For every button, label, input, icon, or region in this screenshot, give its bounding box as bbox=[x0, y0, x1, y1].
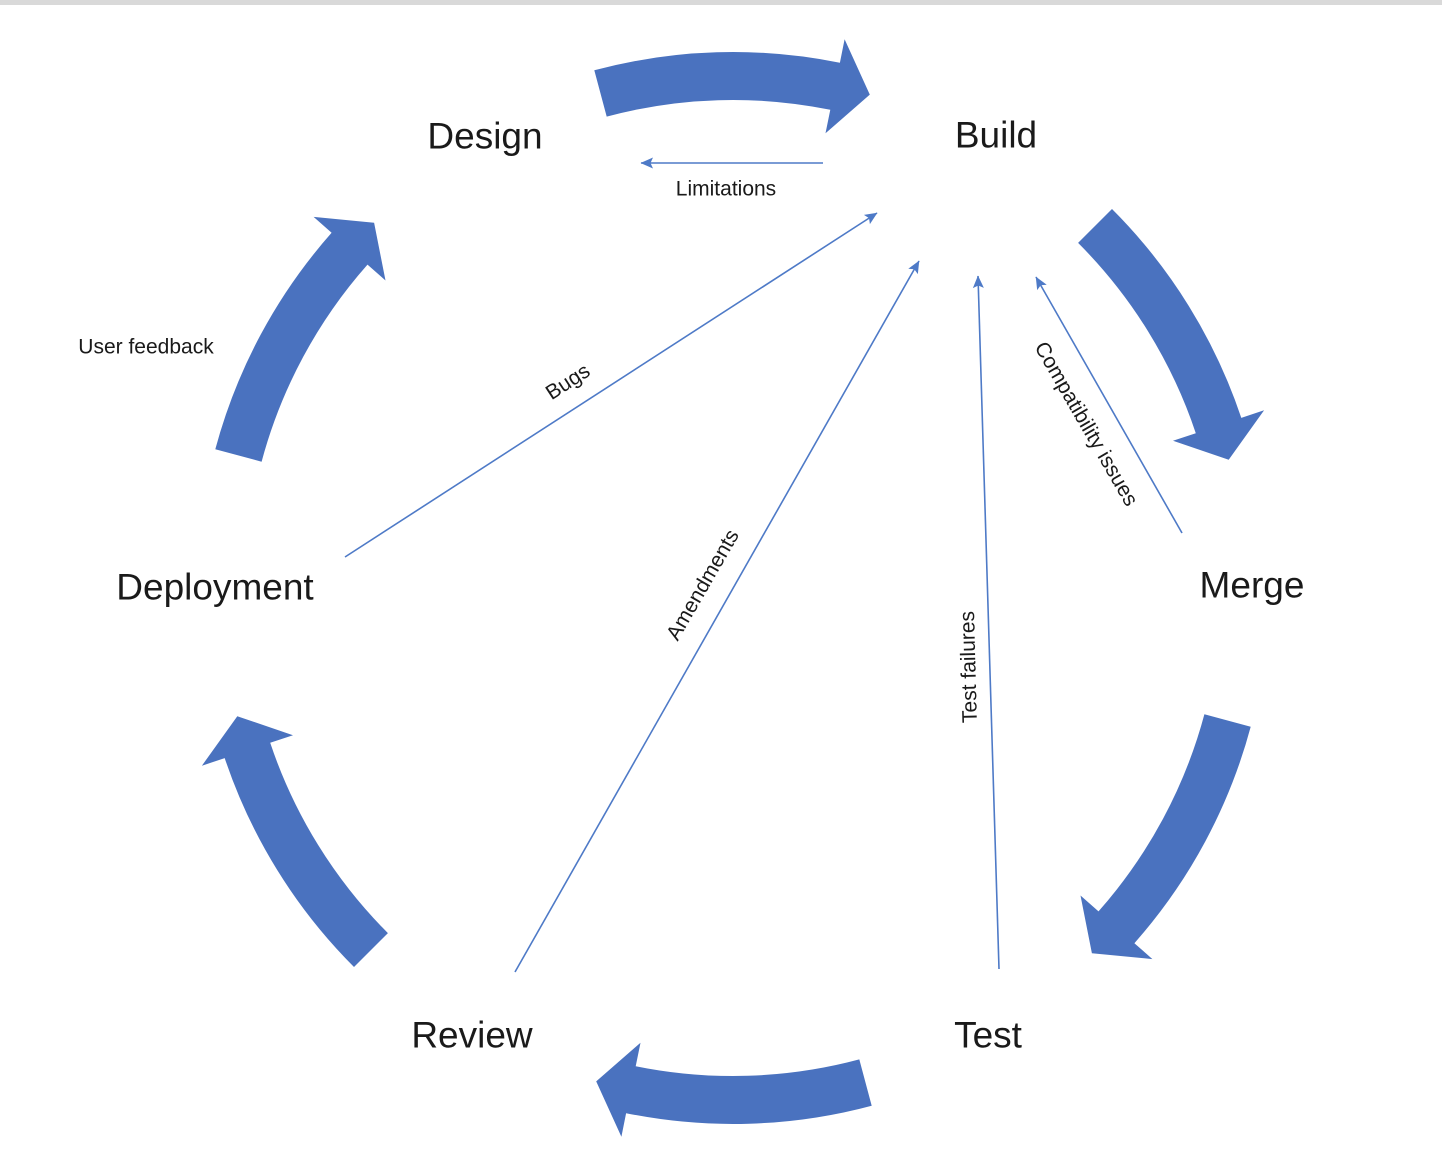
feedback-arrow-deployment-to-build bbox=[344, 212, 878, 558]
cycle-arrow-review-to-deployment bbox=[201, 716, 388, 967]
node-label-review: Review bbox=[411, 1014, 533, 1056]
node-label-merge: Merge bbox=[1199, 564, 1305, 606]
cycle-arrow-deployment-to-design bbox=[215, 216, 386, 462]
cycle-arrow-design-to-build bbox=[594, 39, 870, 134]
feedback-arrow-merge-to-build bbox=[1035, 276, 1183, 534]
window-top-edge bbox=[0, 0, 1442, 5]
connector-label-test-failures: Test failures bbox=[955, 610, 982, 724]
cycle-arrow-build-to-merge bbox=[1078, 209, 1265, 460]
node-label-deployment: Deployment bbox=[116, 566, 314, 608]
connector-label-limitations: Limitations bbox=[675, 177, 777, 201]
node-label-design: Design bbox=[427, 115, 543, 157]
node-label-test: Test bbox=[954, 1014, 1022, 1056]
cycle-arrow-test-to-review bbox=[596, 1042, 872, 1137]
feedback-arrow-review-to-build bbox=[514, 260, 920, 973]
cycle-arrow-merge-to-test bbox=[1080, 714, 1251, 960]
feedback-arrow-test-to-build bbox=[972, 275, 1000, 970]
cycle-label-user-feedback: User feedback bbox=[78, 335, 214, 359]
node-label-build: Build bbox=[954, 114, 1038, 156]
